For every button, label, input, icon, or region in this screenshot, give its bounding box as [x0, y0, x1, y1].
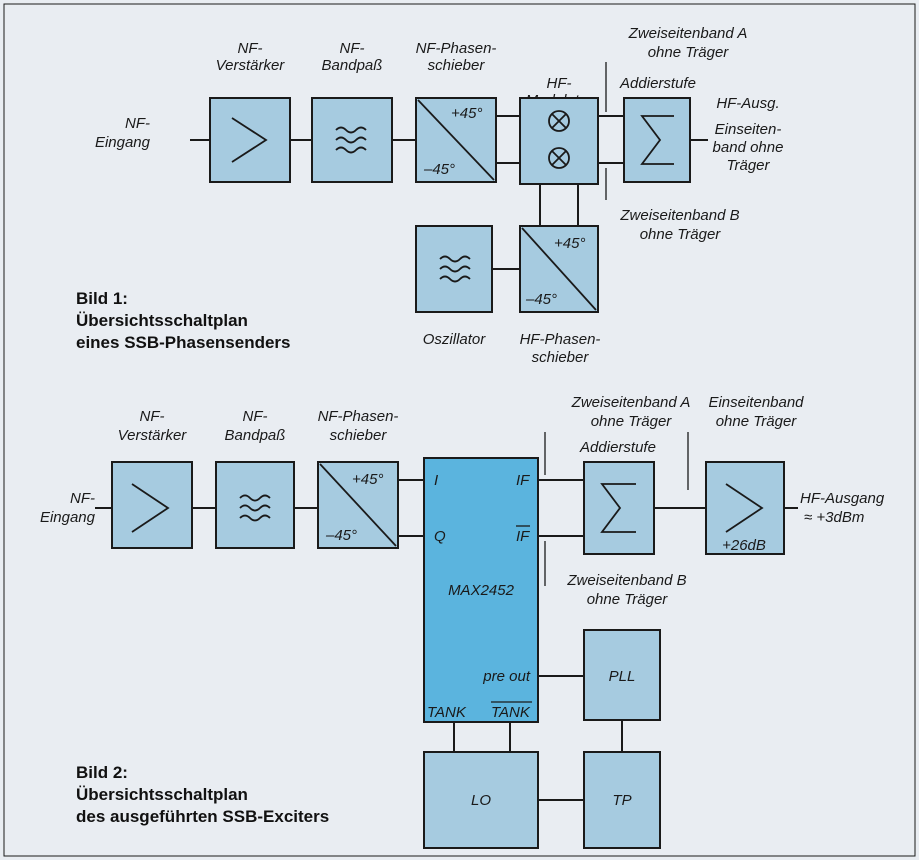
fig1-nf-verstaerker-block [209, 97, 291, 183]
fig1-hf-phasenschieber-label-1: HF-Phasen- [520, 331, 601, 348]
sum-icon [640, 115, 674, 165]
fig1-hf-phase-minus: –45° [525, 291, 557, 308]
fig2-pin-tank: TANK [427, 704, 467, 721]
fig1-output-label-2: Einseiten- [715, 121, 782, 138]
fig2-ssb-label-1: Einseitenband [708, 394, 804, 411]
mixer-icon [548, 147, 570, 169]
fig2-nf-bandpass-label-1: NF- [243, 408, 268, 425]
fig2-nf-bandpass-block [215, 461, 295, 549]
oscillator-icon [439, 255, 471, 283]
fig2-pin-pre-out: pre out [482, 668, 531, 685]
phase-shifter-diagonal-icon [417, 99, 495, 181]
amplifier-icon [725, 483, 764, 533]
fig2-nf-verstaerker-block [111, 461, 193, 549]
fig2-nf-phasenschieber-label-1: NF-Phasen- [318, 408, 399, 425]
fig1-addierstufe-block [623, 97, 691, 183]
fig2-tp-label: TP [612, 792, 631, 809]
fig2-input-label-2: Eingang [40, 509, 96, 526]
fig1-nf-verstaerker-label-1: NF- [238, 40, 263, 57]
fig2-dsb-a-label-2: ohne Träger [591, 413, 673, 430]
fig2-caption-1: Bild 2: [76, 763, 128, 782]
sum-icon [600, 483, 636, 533]
fig2-addierstufe-label: Addierstufe [579, 439, 656, 456]
fig2-pin-if: IF [516, 472, 530, 489]
fig1-nf-bandpass-label-2: Bandpaß [322, 57, 383, 74]
fig1-caption-1: Bild 1: [76, 289, 128, 308]
phase-shifter-diagonal-icon [319, 463, 397, 547]
fig1-caption-3: eines SSB-Phasensenders [76, 333, 290, 352]
fig1-dsb-a-label-1: Zweiseitenband A [628, 25, 748, 42]
amplifier-icon [231, 117, 268, 163]
bandpass-filter-icon [239, 494, 271, 522]
fig1-nf-verstaerker-label-2: Verstärker [216, 57, 286, 74]
fig2-lo-block [423, 751, 539, 849]
mixer-icon [548, 110, 570, 132]
figure-1: NF- Eingang NF- Verstärker NF- Bandpaß N… [76, 25, 783, 366]
fig1-addierstufe-label: Addierstufe [619, 75, 696, 92]
fig2-gain-label: +26dB [722, 537, 766, 554]
fig2-pin-if-bar: IF [516, 528, 530, 545]
fig2-ssb-label-2: ohne Träger [716, 413, 798, 430]
fig1-nf-phasenschieber-label-2: schieber [428, 57, 486, 74]
fig2-pin-tank-bar: TANK [491, 704, 531, 721]
fig2-output-label-2: ≈ +3dBm [804, 509, 864, 526]
fig1-input-label-2: Eingang [95, 134, 151, 151]
fig2-caption-2: Übersichtsschaltplan [76, 785, 248, 804]
fig2-pll-block [583, 629, 661, 721]
fig2-phase-plus: +45° [352, 471, 383, 488]
fig2-output-label-1: HF-Ausgang [800, 490, 885, 507]
fig1-nf-phasenschieber-label-1: NF-Phasen- [416, 40, 497, 57]
fig2-lo-label: LO [471, 792, 491, 809]
fig1-output-label-3: band ohne [713, 139, 784, 156]
fig2-dsb-a-label-1: Zweiseitenband A [571, 394, 691, 411]
fig2-dsb-b-label-2: ohne Träger [587, 591, 669, 608]
amplifier-icon [131, 483, 170, 533]
fig2-nf-verstaerker-label-1: NF- [140, 408, 165, 425]
fig1-oszillator-block [415, 225, 493, 313]
fig2-nf-phasenschieber-label-2: schieber [330, 427, 388, 444]
fig2-nf-verstaerker-label-2: Verstärker [118, 427, 188, 444]
fig1-nf-bandpass-block [311, 97, 393, 183]
fig2-chip-label: MAX2452 [448, 582, 515, 599]
fig2-input-label-1: NF- [70, 490, 95, 507]
fig2-pll-label: PLL [609, 668, 636, 685]
fig1-input-label-1: NF- [125, 115, 150, 132]
fig1-hf-modulator-block [519, 97, 599, 185]
bandpass-filter-icon [335, 126, 367, 154]
fig1-dsb-b-label-2: ohne Träger [640, 226, 722, 243]
fig1-output-label-1: HF-Ausg. [716, 95, 779, 112]
fig2-pin-i: I [434, 472, 438, 489]
fig2-dsb-b-label-1: Zweiseitenband B [566, 572, 686, 589]
fig1-nf-bandpass-label-1: NF- [340, 40, 365, 57]
fig1-dsb-a-label-2: ohne Träger [648, 44, 730, 61]
fig1-output-label-4: Träger [726, 157, 770, 174]
fig2-caption-3: des ausgeführten SSB-Exciters [76, 807, 329, 826]
fig1-oszillator-label: Oszillator [423, 331, 487, 348]
fig2-nf-bandpass-label-2: Bandpaß [225, 427, 286, 444]
fig1-hf-phase-plus: +45° [554, 235, 585, 252]
fig1-caption-2: Übersichtsschaltplan [76, 311, 248, 330]
fig1-hf-phasenschieber-label-2: schieber [532, 349, 590, 366]
fig2-max2452-chip [423, 457, 539, 723]
fig1-nf-phase-minus: –45° [423, 161, 455, 178]
fig2-pin-q: Q [434, 528, 446, 545]
fig1-dsb-b-label-1: Zweiseitenband B [619, 207, 739, 224]
phase-shifter-diagonal-icon [521, 227, 597, 311]
figure-2: NF- Eingang NF- Verstärker NF- Bandpaß N… [40, 394, 885, 849]
fig1-hf-modulator-label-1: HF- [547, 75, 572, 92]
fig2-phase-minus: –45° [325, 527, 357, 544]
fig2-output-amplifier-block [705, 461, 785, 555]
fig1-nf-phase-plus: +45° [451, 105, 482, 122]
